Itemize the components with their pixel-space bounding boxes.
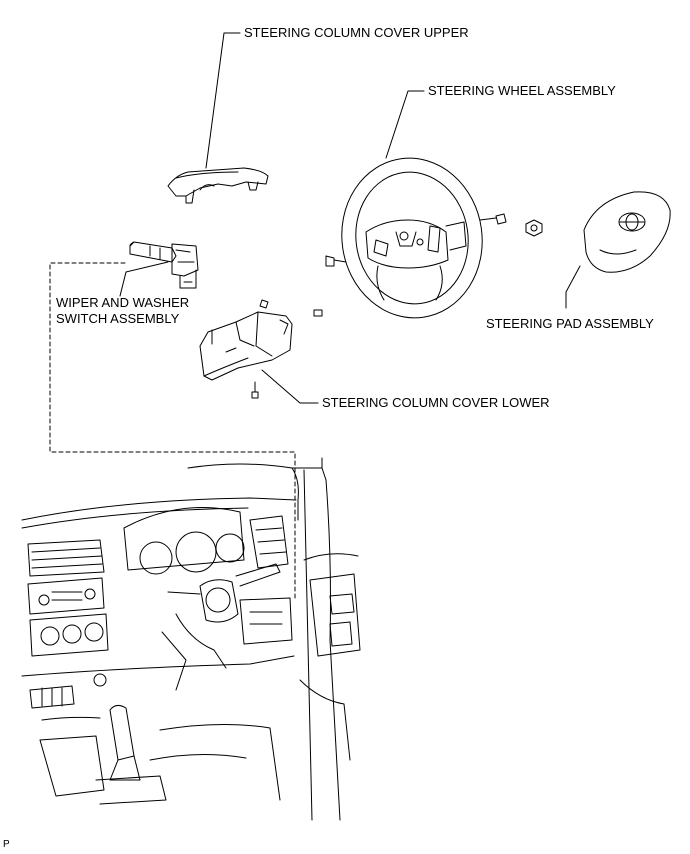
steering-pad [583,191,671,273]
label-steering-column-cover-lower: STEERING COLUMN COVER LOWER [322,395,550,410]
label-wiper-washer-line1: WIPER AND WASHER [56,295,190,310]
corner-mark: P [3,839,10,850]
label-wiper-washer-line2: SWITCH ASSEMBLY [56,311,180,326]
dashed-reference-box [49,262,296,599]
steering-wheel [341,157,483,319]
steering-column-cover-upper [167,167,269,204]
steering-column-cover-lower [199,311,293,381]
label-steering-column-cover-upper: STEERING COLUMN COVER UPPER [244,25,469,40]
label-steering-pad-assembly: STEERING PAD ASSEMBLY [486,316,654,331]
steering-nut [525,219,543,237]
vehicle-interior [21,457,361,821]
wiper-washer-switch [129,241,199,289]
wheel-bolts [325,213,507,267]
label-steering-wheel-assembly: STEERING WHEEL ASSEMBLY [428,83,616,98]
leader-lines [119,32,581,404]
lower-cover-screws [251,299,323,399]
